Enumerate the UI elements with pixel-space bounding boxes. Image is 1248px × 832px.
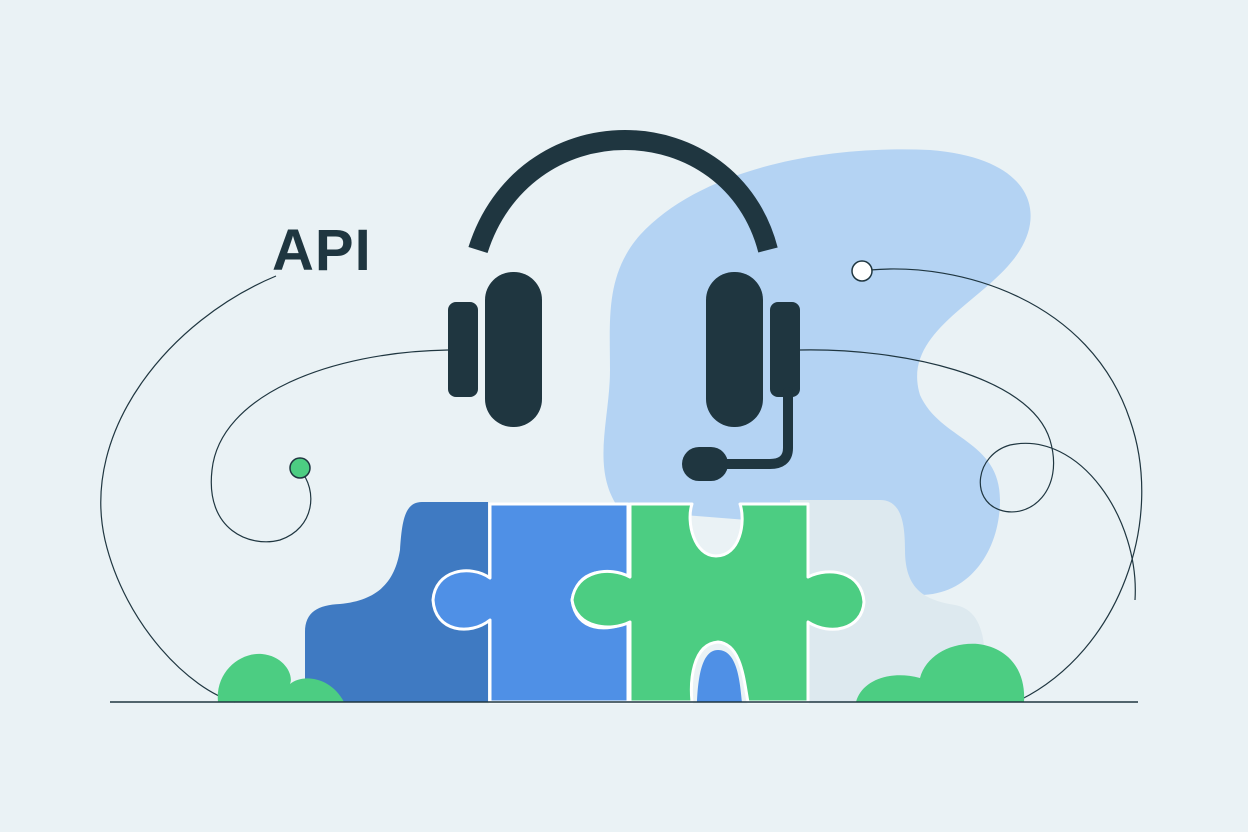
headset-right-cushion xyxy=(770,302,800,397)
microphone-icon xyxy=(682,387,793,481)
microphone-tip xyxy=(682,447,728,481)
bush-right xyxy=(856,643,1025,702)
headset-band xyxy=(468,129,778,254)
connector-line-left-loop xyxy=(210,349,449,543)
microphone-boom xyxy=(710,387,793,469)
node-dot-green xyxy=(289,457,311,479)
connector-lines xyxy=(100,268,1143,703)
connector-line-right-loop xyxy=(799,349,1136,601)
node-dot-white xyxy=(851,260,873,282)
bushes xyxy=(217,643,1025,702)
connector-line-left-outer xyxy=(100,275,277,703)
puzzle-icon xyxy=(305,500,985,704)
puzzle-piece-dark-blue xyxy=(305,502,488,702)
headset-left-earcup xyxy=(485,272,542,427)
bush-left xyxy=(217,653,344,702)
headset-right-earcup xyxy=(706,272,763,427)
puzzle-piece-blue-knob xyxy=(697,650,742,702)
background-blob xyxy=(603,149,1031,595)
headset-icon xyxy=(448,129,800,481)
connector-line-right-outer xyxy=(869,268,1143,701)
headset-left-cushion xyxy=(448,302,478,397)
api-label: API xyxy=(272,218,372,283)
